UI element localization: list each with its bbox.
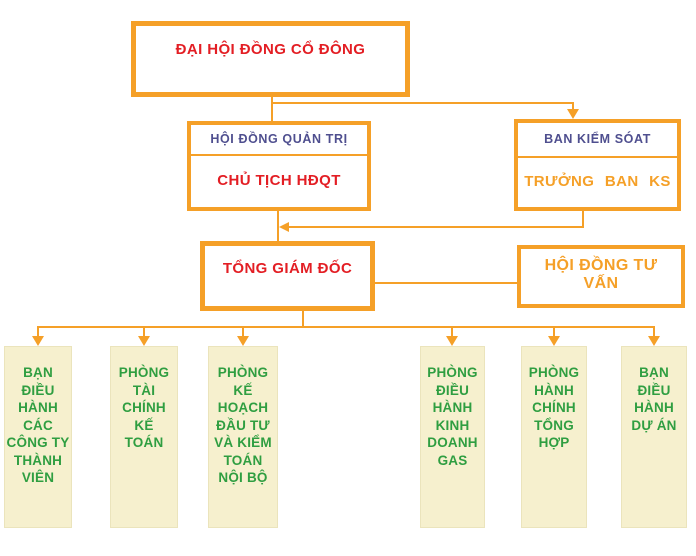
node-department: PHÒNG KẾ HOẠCH ĐẦU TƯ VÀ KIỂM TOÁN NỘI B…	[208, 346, 278, 528]
node-advisory-label: HỘI ĐỒNG TƯ VẤN	[544, 257, 658, 293]
connector-shareholders-board	[271, 97, 273, 122]
connector-supervisory-v	[582, 211, 584, 228]
department-label: BẠN ĐIỀU HÀNH CÁC CÔNG TY THÀNH VIÊN	[6, 365, 70, 486]
connector-ceo-advisory	[375, 282, 517, 284]
node-shareholders: ĐẠI HỘI ĐỒNG CỔ ĐÔNG	[131, 21, 410, 97]
connector-dept-2	[143, 326, 145, 337]
board-divider	[191, 154, 367, 156]
connector-dept-6	[653, 326, 655, 337]
connector-dept-1	[37, 326, 39, 337]
department-label: PHÒNG TÀI CHÍNH KẾ TOÁN	[118, 365, 170, 451]
supervisory-divider	[518, 156, 677, 158]
node-board: HỘI ĐỒNG QUẢN TRỊ CHỦ TỊCH HĐQT	[187, 121, 371, 211]
node-shareholders-label: ĐẠI HỘI ĐỒNG CỔ ĐÔNG	[175, 41, 366, 58]
node-board-title: HỘI ĐỒNG QUẢN TRỊ	[210, 132, 348, 147]
arrow-down-icon	[648, 336, 660, 346]
arrow-down-icon	[138, 336, 150, 346]
node-department: PHÒNG ĐIỀU HÀNH KINH DOANH GAS	[420, 346, 485, 528]
department-label: PHÒNG HÀNH CHÍNH TỔNG HỢP	[528, 365, 580, 451]
connector-departments-rail	[37, 326, 655, 328]
connector-board-ceo	[277, 211, 279, 241]
connector-shareholders-supervisory-v	[572, 102, 574, 111]
node-department: PHÒNG TÀI CHÍNH KẾ TOÁN	[110, 346, 178, 528]
node-department: PHÒNG HÀNH CHÍNH TỔNG HỢP	[521, 346, 587, 528]
node-department: BẠN ĐIỀU HÀNH CÁC CÔNG TY THÀNH VIÊN	[4, 346, 72, 528]
arrow-down-icon	[237, 336, 249, 346]
department-label: PHÒNG ĐIỀU HÀNH KINH DOANH GAS	[427, 365, 478, 468]
node-supervisory-subtitle: TRƯỞNG BAN KS	[524, 173, 671, 191]
node-department: BẠN ĐIỀU HÀNH DỰ ÁN	[621, 346, 687, 528]
node-board-subtitle: CHỦ TỊCH HĐQT	[217, 172, 341, 190]
arrow-down-icon	[32, 336, 44, 346]
node-ceo: TỔNG GIÁM ĐỐC	[200, 241, 375, 311]
department-label: BẠN ĐIỀU HÀNH DỰ ÁN	[631, 365, 677, 433]
connector-ceo-stub	[302, 311, 304, 328]
connector-dept-5	[553, 326, 555, 337]
connector-supervisory-h	[289, 226, 584, 228]
arrow-left-icon	[279, 222, 289, 232]
department-label: PHÒNG KẾ HOẠCH ĐẦU TƯ VÀ KIỂM TOÁN NỘI B…	[214, 365, 272, 486]
node-supervisory-title: BAN KIỂM SÓAT	[544, 132, 651, 147]
arrow-down-icon	[548, 336, 560, 346]
connector-shareholders-supervisory-h	[271, 102, 574, 104]
connector-dept-3	[242, 326, 244, 337]
node-ceo-label: TỔNG GIÁM ĐỐC	[222, 260, 353, 277]
arrow-down-icon	[446, 336, 458, 346]
arrow-down-icon	[567, 109, 579, 119]
node-advisory: HỘI ĐỒNG TƯ VẤN	[517, 245, 685, 308]
node-supervisory: BAN KIỂM SÓAT TRƯỞNG BAN KS	[514, 119, 681, 211]
connector-dept-4	[451, 326, 453, 337]
